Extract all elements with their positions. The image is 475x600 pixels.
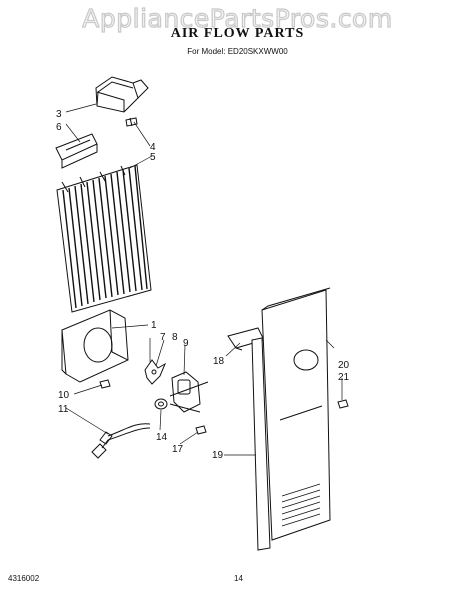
screw-part-18: [337, 399, 349, 409]
callout-14: 11: [58, 404, 69, 415]
callout-1: 1: [151, 320, 157, 331]
callout-21: 10: [58, 390, 70, 401]
callout-10: 14: [156, 432, 168, 443]
callout-7: 9: [183, 338, 189, 349]
callout-3: 3: [56, 109, 62, 120]
page-number: 14: [234, 574, 243, 583]
fan-motor-part: [169, 371, 209, 413]
callout-9: 7: [160, 332, 166, 343]
grommet-part: [154, 398, 168, 410]
callout-11: 17: [172, 444, 184, 455]
divider-panel-part: [251, 337, 271, 551]
callout-5: 5: [150, 152, 156, 163]
callout-labels: 3 6 4 5 1 7 8 9 10 11 14 17 18 19 20 21: [56, 109, 350, 461]
fan-blade-part: [144, 359, 167, 385]
callout-4: 4: [150, 142, 156, 153]
screw-part-11: [195, 425, 207, 435]
callout-18: 21: [338, 372, 350, 383]
screw-part: [125, 117, 138, 127]
callout-19: 19: [212, 450, 224, 461]
leader-lines: [65, 103, 343, 456]
callout-20: 18: [213, 356, 225, 367]
foam-strip-part: [55, 133, 98, 169]
screw-part-21: [99, 379, 111, 389]
callout-8: 8: [172, 332, 178, 343]
wire-harness-part: [91, 423, 151, 459]
callout-17: 20: [338, 360, 350, 371]
document-number: 4316002: [8, 574, 40, 583]
watermark: AppliancePartsPros.com: [82, 3, 393, 33]
air-duct-panel-part: [261, 287, 331, 541]
page-title: AIR FLOW PARTS: [170, 26, 305, 41]
model-label: For Model: ED20SKXWW00: [187, 47, 288, 56]
fan-shroud-part: [61, 309, 129, 383]
callout-6: 6: [56, 122, 62, 133]
duct-cover-part: [95, 76, 149, 113]
evaporator-panel-part: [56, 164, 152, 313]
